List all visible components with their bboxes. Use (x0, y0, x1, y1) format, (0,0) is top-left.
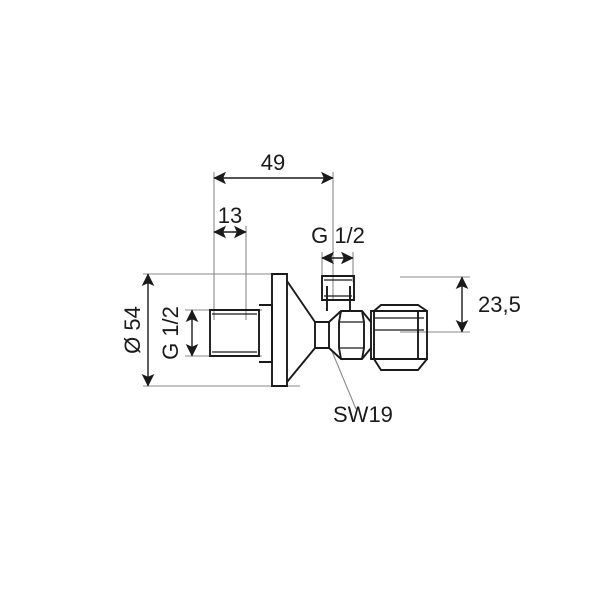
sw19-hex-flat-right (361, 310, 365, 360)
dimension-label-49: 49 (261, 150, 285, 175)
dimension-flange-diameter: Ø 54 (120, 273, 155, 387)
dimension-label-diameter-54: Ø 54 (120, 306, 145, 354)
dimension-thread-length: 13 (213, 203, 247, 239)
outlet-thread-collar (321, 275, 355, 301)
dimension-label-sw19: SW19 (333, 402, 393, 427)
body-lower-shoulder (328, 347, 372, 360)
dimension-label-inlet-thread: G 1/2 (158, 306, 183, 360)
extension-lines (143, 172, 470, 410)
dimension-outlet-thread: G 1/2 (311, 223, 365, 265)
inlet-shoulder (259, 304, 273, 363)
sw19-hex-flat-left (338, 310, 342, 360)
body-upper-shoulder (328, 310, 372, 323)
dimension-overall-length: 49 (213, 150, 334, 185)
dimension-label-outlet-thread: G 1/2 (311, 223, 365, 248)
dimension-outlet-height: 23,5 (455, 276, 521, 333)
flange-cone (286, 280, 316, 383)
outlet-neck (326, 286, 351, 311)
handle-cap-top-chamfer (373, 304, 428, 312)
body-barrel (315, 321, 330, 349)
valve-body-geometry (209, 273, 428, 387)
dimension-label-23-5: 23,5 (478, 292, 521, 317)
dimension-label-13: 13 (218, 203, 242, 228)
dimension-inlet-thread: G 1/2 (158, 306, 199, 360)
callout-spanner-size: SW19 (333, 402, 393, 427)
inlet-thread-nipple (209, 309, 260, 357)
wall-flange-disc (271, 273, 288, 387)
handle-cap-chamfer (373, 358, 428, 371)
